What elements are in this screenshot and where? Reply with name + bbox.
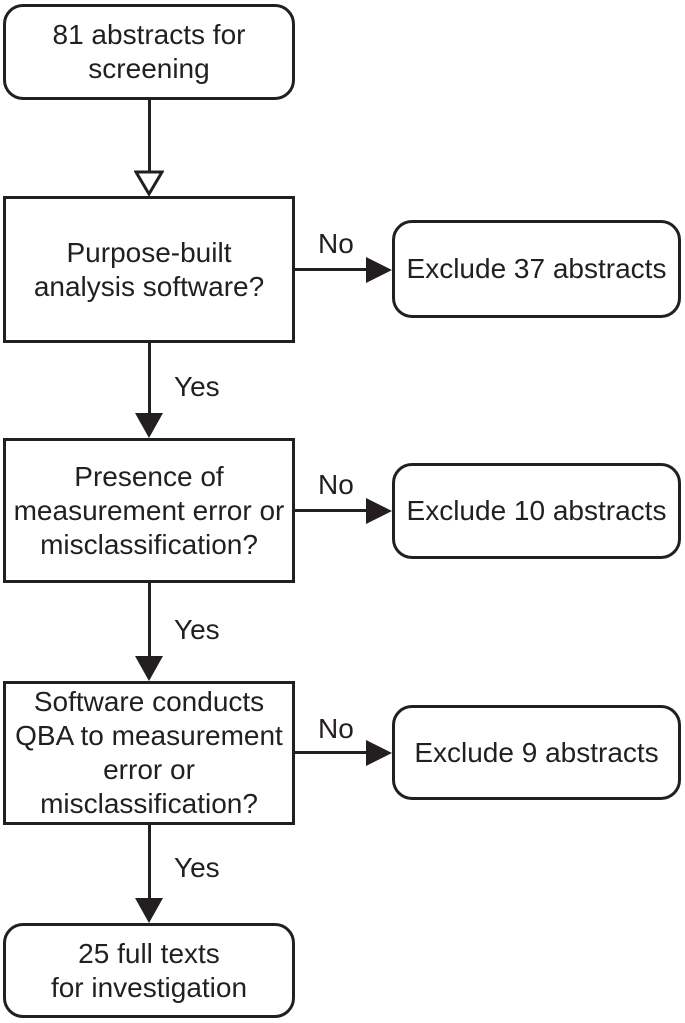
node-exclude-9-abstracts: Exclude 9 abstracts (392, 705, 681, 800)
node-text-line: analysis software? (33, 270, 265, 302)
node-text-line: Software conducts (33, 686, 265, 717)
node-text-line: measurement error or (13, 494, 285, 526)
node-text-line: QBA to measurement (15, 720, 283, 751)
node-text-line: 81 abstracts for (52, 19, 246, 50)
open-arrowhead-down-icon (134, 170, 164, 196)
filled-arrowhead-right-icon (366, 740, 392, 766)
edge-label-yes: Yes (174, 371, 220, 402)
node-full-texts-for-investigation: 25 full texts for investigation (3, 923, 295, 1018)
node-text-line: misclassification? (40, 788, 258, 819)
node-text-line: 25 full texts (78, 937, 220, 969)
node-text-line: Exclude 10 abstracts (406, 495, 667, 526)
arrow-line-q3-to-exclude9 (295, 751, 367, 754)
node-exclude-37-abstracts: Exclude 37 abstracts (392, 220, 681, 318)
arrow-line-q3-to-end (148, 824, 151, 899)
edge-label-no: No (318, 228, 354, 259)
node-text-line: error or (103, 754, 195, 785)
node-text-line: Purpose-built (66, 236, 232, 268)
filled-arrowhead-down-icon (135, 656, 163, 681)
node-text-line: misclassification? (40, 528, 258, 560)
filled-arrowhead-right-icon (366, 498, 392, 524)
filled-arrowhead-right-icon (366, 257, 392, 283)
arrow-line-start-to-q1 (148, 99, 151, 172)
node-text-line: Presence of (74, 460, 224, 492)
arrow-line-q1-to-q2 (148, 342, 151, 415)
arrow-line-q1-to-exclude37 (295, 268, 367, 271)
node-abstracts-for-screening: 81 abstracts for screening (3, 4, 295, 100)
arrow-line-q2-to-exclude10 (295, 509, 367, 512)
edge-label-no: No (318, 713, 354, 744)
filled-arrowhead-down-icon (135, 413, 163, 438)
arrow-line-q2-to-q3 (148, 582, 151, 657)
node-qba-conducts-question: Software conducts QBA to measurement err… (3, 681, 295, 825)
edge-label-yes: Yes (174, 852, 220, 883)
node-text-line: for investigation (50, 971, 248, 1003)
filled-arrowhead-down-icon (135, 898, 163, 923)
edge-label-no: No (318, 469, 354, 500)
node-text-line: Exclude 9 abstracts (414, 736, 659, 768)
node-text-line: screening (88, 53, 210, 84)
edge-label-yes: Yes (174, 614, 220, 645)
node-purpose-built-software-question: Purpose-built analysis software? (3, 196, 295, 343)
node-text-line: Exclude 37 abstracts (406, 253, 667, 284)
node-exclude-10-abstracts: Exclude 10 abstracts (392, 463, 681, 559)
node-measurement-error-question: Presence of measurement error or misclas… (3, 438, 295, 583)
